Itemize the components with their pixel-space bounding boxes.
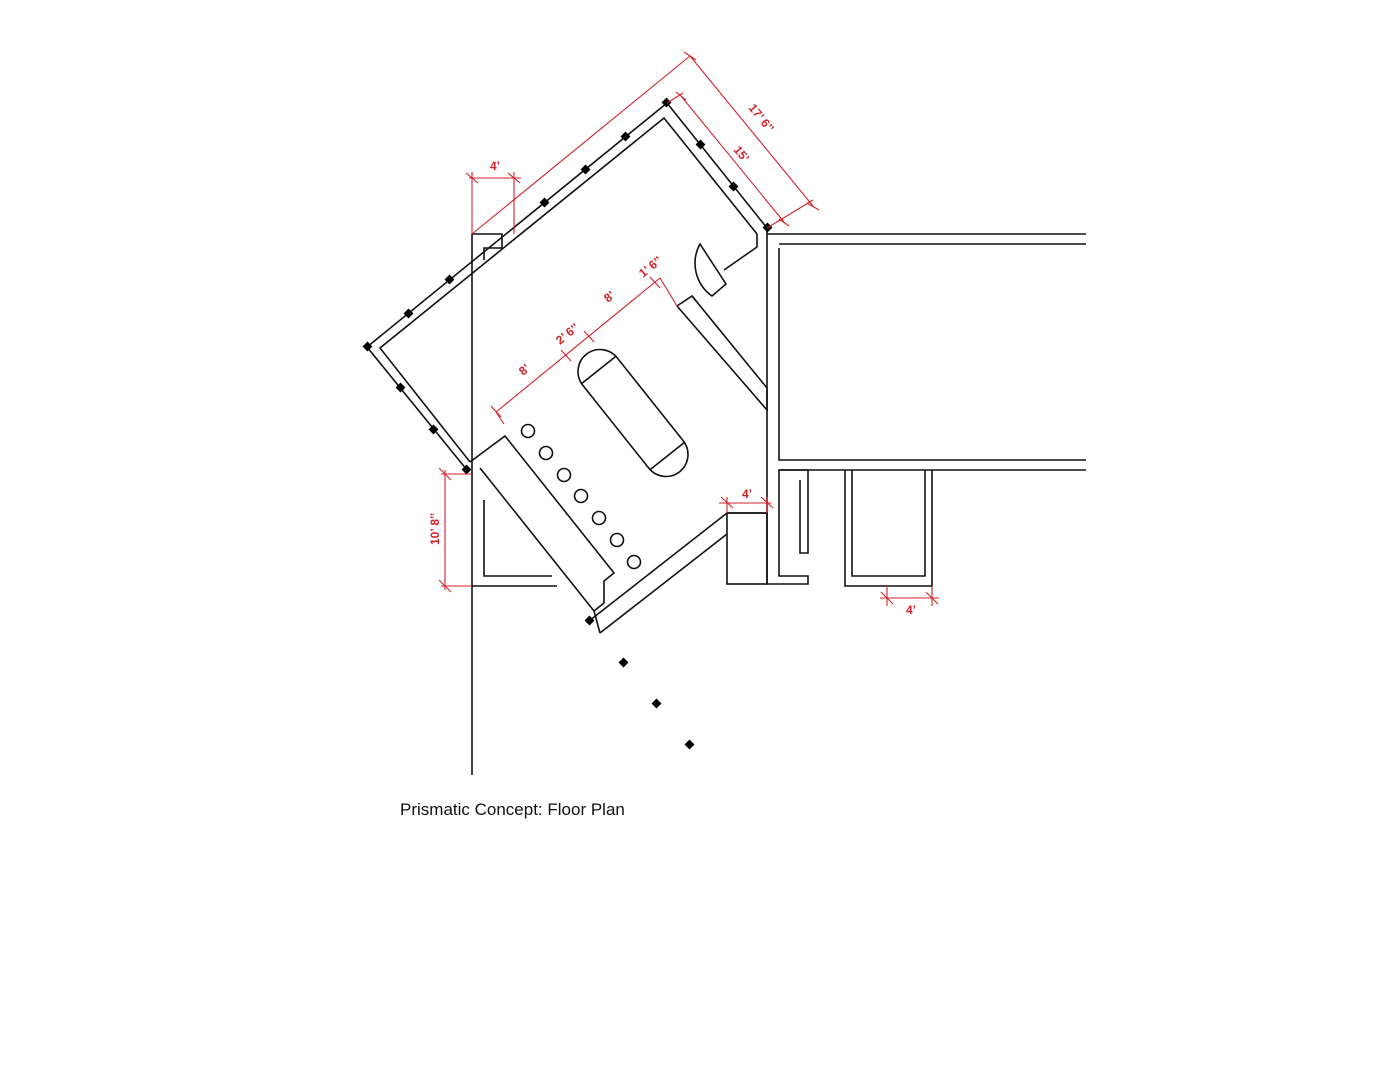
dim-door-offset: 1’ 6’’ [636, 253, 665, 280]
dimension-lines [438, 51, 939, 606]
dim-closet-width: 4’ [906, 603, 916, 617]
closet-inner [851, 470, 926, 577]
partition-wall [469, 434, 616, 613]
partition-end [593, 610, 601, 634]
dim-bay-right: 8’ [601, 288, 618, 305]
dim-aisle: 2’ 6’’ [553, 320, 582, 347]
door-wall [676, 294, 768, 413]
entry-block [726, 512, 768, 585]
dim-side-height: 10’ 8’’ [428, 513, 442, 545]
closet [844, 470, 933, 587]
drawing-caption: Prismatic Concept: Floor Plan [400, 800, 625, 819]
walls [365, 101, 1086, 775]
door-jamb [691, 295, 697, 302]
center-bench [577, 348, 689, 478]
dim-bay-left: 8’ [516, 361, 533, 378]
room-lower-inner-wall [599, 533, 728, 634]
room-outer-wall [365, 101, 768, 471]
door-frame [723, 234, 758, 271]
dim-interior-length: 15’ [731, 143, 752, 165]
seat-row [520, 423, 642, 570]
top-left-notch [472, 233, 503, 260]
room-lower-wall [588, 512, 767, 622]
building-inner-top [778, 248, 1086, 461]
dim-entry-width: 4’ [742, 487, 752, 501]
columns [362, 97, 773, 750]
left-room-inner [483, 500, 552, 577]
dim-side-bay-top: 4’ [490, 159, 500, 173]
room-inner-wall [378, 116, 758, 463]
door-swing [694, 242, 728, 298]
building-outer [766, 228, 809, 585]
